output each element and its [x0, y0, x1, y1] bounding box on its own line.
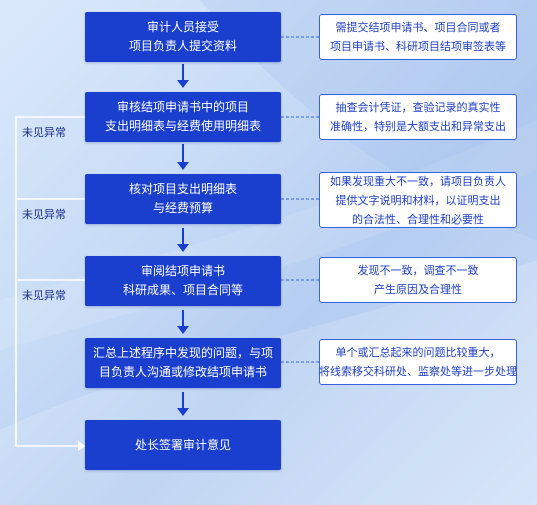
step-5: 汇总上述程序中发现的问题，与项目负责人沟通或修改结项申请书	[85, 338, 281, 388]
step-3-line-1: 核对项目支出明细表	[128, 182, 237, 196]
step-2-line-1: 审核结项申请书中的项目	[116, 100, 249, 114]
note-3-line-1: 如果发现重大不一致，请项目负责人	[330, 174, 506, 188]
note-2-line-1: 抽查会计凭证，查验记录的真实性	[335, 101, 501, 114]
step-6: 处长签署审计意见	[85, 420, 281, 470]
step-3-line-2: 与经费预算	[152, 201, 213, 215]
note-1: 需提交结项申请书、项目合同或者项目申请书、科研项目结项审签表等	[319, 14, 517, 60]
step-5-line-1: 汇总上述程序中发现的问题，与项	[93, 346, 274, 360]
step-5-line-2: 目负责人沟通或修改结项申请书	[99, 365, 268, 379]
step-4-line-2: 科研成果、项目合同等	[122, 283, 243, 297]
step-1: 审计人员接受项目负责人提交资料	[85, 12, 281, 62]
step-2: 审核结项申请书中的项目支出明细表与经费使用明细表	[85, 92, 281, 142]
note-5: 单个或汇总起来的问题比较重大， 将线索移交科研处、监察处等进一步处理	[319, 339, 517, 385]
note-2-line-2: 准确性，特别是大额支出和异常支出	[330, 120, 506, 133]
tag-no-anomaly-3: 未见异常	[22, 289, 66, 302]
note-4: 发现不一致，调查不一致产生原因及合理性	[319, 257, 517, 303]
tag-no-anomaly-2: 未见异常	[22, 208, 66, 221]
step-4: 审阅结项申请书科研成果、项目合同等	[85, 256, 281, 306]
note-2: 抽查会计凭证，查验记录的真实性准确性，特别是大额支出和异常支出	[319, 94, 517, 140]
note-4-line-1: 发现不一致，调查不一致	[357, 264, 479, 277]
step-6-line-1: 处长签署审计意见	[134, 437, 231, 452]
loop-arrowhead	[78, 441, 86, 451]
step-4-line-1: 审阅结项申请书	[140, 264, 225, 278]
note-1-line-2: 项目申请书、科研项目结项审签表等	[330, 40, 506, 53]
note-3: 如果发现重大不一致，请项目负责人提供文字说明和材料，以证明支出的合法性、合理性和…	[319, 172, 517, 228]
loop-line	[15, 116, 85, 447]
note-5-line-2: 将线索移交科研处、监察处等进一步处理	[319, 365, 517, 378]
note-5-line-1: 单个或汇总起来的问题比较重大，	[335, 346, 501, 359]
step-1-line-1: 审计人员接受	[146, 20, 219, 34]
note-3-line-2: 提供文字说明和材料，以证明支出	[335, 193, 501, 207]
tag-no-anomaly-1: 未见异常	[22, 126, 66, 139]
note-4-line-2: 产生原因及合理性	[374, 283, 462, 296]
step-2-line-2: 支出明细表与经费使用明细表	[104, 119, 261, 133]
step-1-line-2: 项目负责人提交资料	[128, 39, 237, 53]
note-3-line-3: 的合法性、合理性和必要性	[352, 212, 484, 226]
step-3: 核对项目支出明细表与经费预算	[85, 174, 281, 224]
note-1-line-1: 需提交结项申请书、项目合同或者	[335, 21, 501, 34]
